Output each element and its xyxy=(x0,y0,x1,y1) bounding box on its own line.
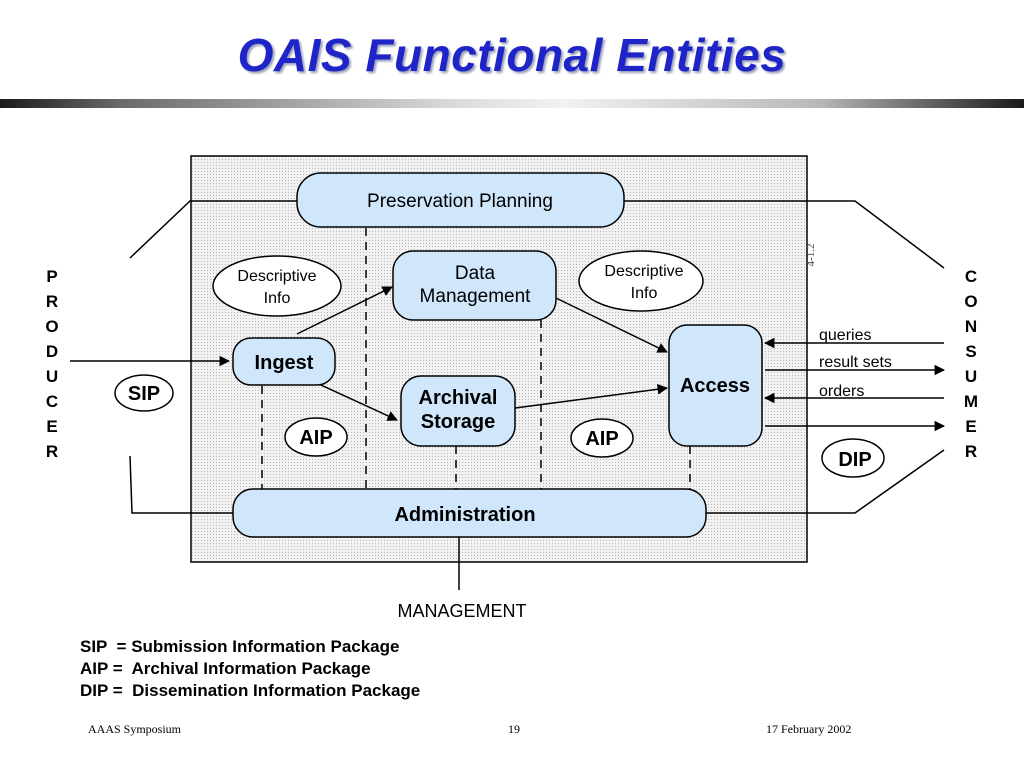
consumer-letter: S xyxy=(965,342,976,361)
consumer-letter: E xyxy=(965,417,976,436)
descriptive-info-left-line1: Descriptive xyxy=(237,268,316,285)
footer-left-text: AAAS Symposium xyxy=(88,722,182,736)
acronym-legend: SIP = Submission Information Package AIP… xyxy=(80,636,420,702)
producer-label: P R O D U C E R xyxy=(45,267,58,461)
entity-ingest: Ingest xyxy=(232,337,336,386)
flow-arrows xyxy=(70,286,946,432)
footer-date: 17 February 2002 xyxy=(766,722,852,736)
footer-page-number: 19 xyxy=(508,722,520,736)
archival-storage-to-access-arrow xyxy=(514,384,669,409)
consumer-letter: U xyxy=(965,367,977,386)
result-sets-label: result sets xyxy=(819,354,892,371)
aip-package-right: AIP xyxy=(570,418,634,458)
sip-package: SIP xyxy=(114,374,174,412)
producer-letter: E xyxy=(46,417,57,436)
ingest-to-data-management-arrow xyxy=(296,286,393,335)
producer-letter: P xyxy=(46,267,57,286)
consumer-label: C O N S U M E R xyxy=(964,267,978,461)
producer-letter: R xyxy=(46,442,58,461)
page-reference: 4-1.2 xyxy=(805,244,817,267)
consumer-letter: M xyxy=(964,392,978,411)
producer-letter: U xyxy=(46,367,58,386)
consumer-letter: O xyxy=(964,292,977,311)
entity-access: Access xyxy=(668,324,763,447)
consumer-top-line xyxy=(624,200,945,269)
entity-data-management: Data Management xyxy=(392,250,557,321)
producer-letter: C xyxy=(46,392,58,411)
management-label: MANAGEMENT xyxy=(397,601,526,621)
consumer-letter: R xyxy=(965,442,977,461)
orders-label: orders xyxy=(819,383,864,400)
descriptive-info-right: Descriptive Info xyxy=(578,250,704,312)
producer-letter: O xyxy=(45,317,58,336)
aip-right-label: AIP xyxy=(585,428,618,450)
consumer-bottom-line xyxy=(706,449,945,514)
entity-archival-storage: Archival Storage xyxy=(400,375,516,447)
envelope-lines xyxy=(129,200,945,514)
dip-package: DIP xyxy=(821,438,885,478)
data-management-label-line2: Management xyxy=(420,286,532,307)
entity-preservation-planning: Preservation Planning xyxy=(296,172,625,228)
descriptive-info-right-line2: Info xyxy=(631,285,658,302)
data-management-label-line1: Data xyxy=(455,263,496,284)
descriptive-info-right-line1: Descriptive xyxy=(604,263,683,280)
administration-label: Administration xyxy=(394,504,535,526)
aip-left-label: AIP xyxy=(299,427,332,449)
descriptive-info-left-line2: Info xyxy=(264,290,291,307)
consumer-letter: N xyxy=(965,317,977,336)
dip-label: DIP xyxy=(838,449,871,471)
slide-title: OAIS Functional Entities xyxy=(237,29,787,81)
data-management-to-access-arrow xyxy=(555,297,668,353)
aip-package-left: AIP xyxy=(284,417,348,457)
producer-bottom-line xyxy=(129,455,233,514)
preservation-planning-label: Preservation Planning xyxy=(367,191,553,212)
ingest-label: Ingest xyxy=(255,352,314,374)
producer-top-line xyxy=(129,200,297,259)
descriptive-info-left: Descriptive Info xyxy=(212,255,342,317)
legend-line-dip: DIP = Dissemination Information Package xyxy=(80,681,421,700)
queries-label: queries xyxy=(819,327,871,344)
consumer-letter: C xyxy=(965,267,977,286)
archival-storage-label-line1: Archival xyxy=(419,387,498,409)
archival-storage-label-line2: Storage xyxy=(421,411,495,433)
entity-administration: Administration xyxy=(232,488,707,538)
producer-letter: R xyxy=(46,292,58,311)
sip-label: SIP xyxy=(128,383,160,405)
legend-line-sip: SIP = Submission Information Package xyxy=(80,637,400,656)
legend-line-aip: AIP = Archival Information Package xyxy=(80,659,371,678)
access-label: Access xyxy=(680,375,750,397)
producer-letter: D xyxy=(46,342,58,361)
title-divider xyxy=(0,99,1024,108)
